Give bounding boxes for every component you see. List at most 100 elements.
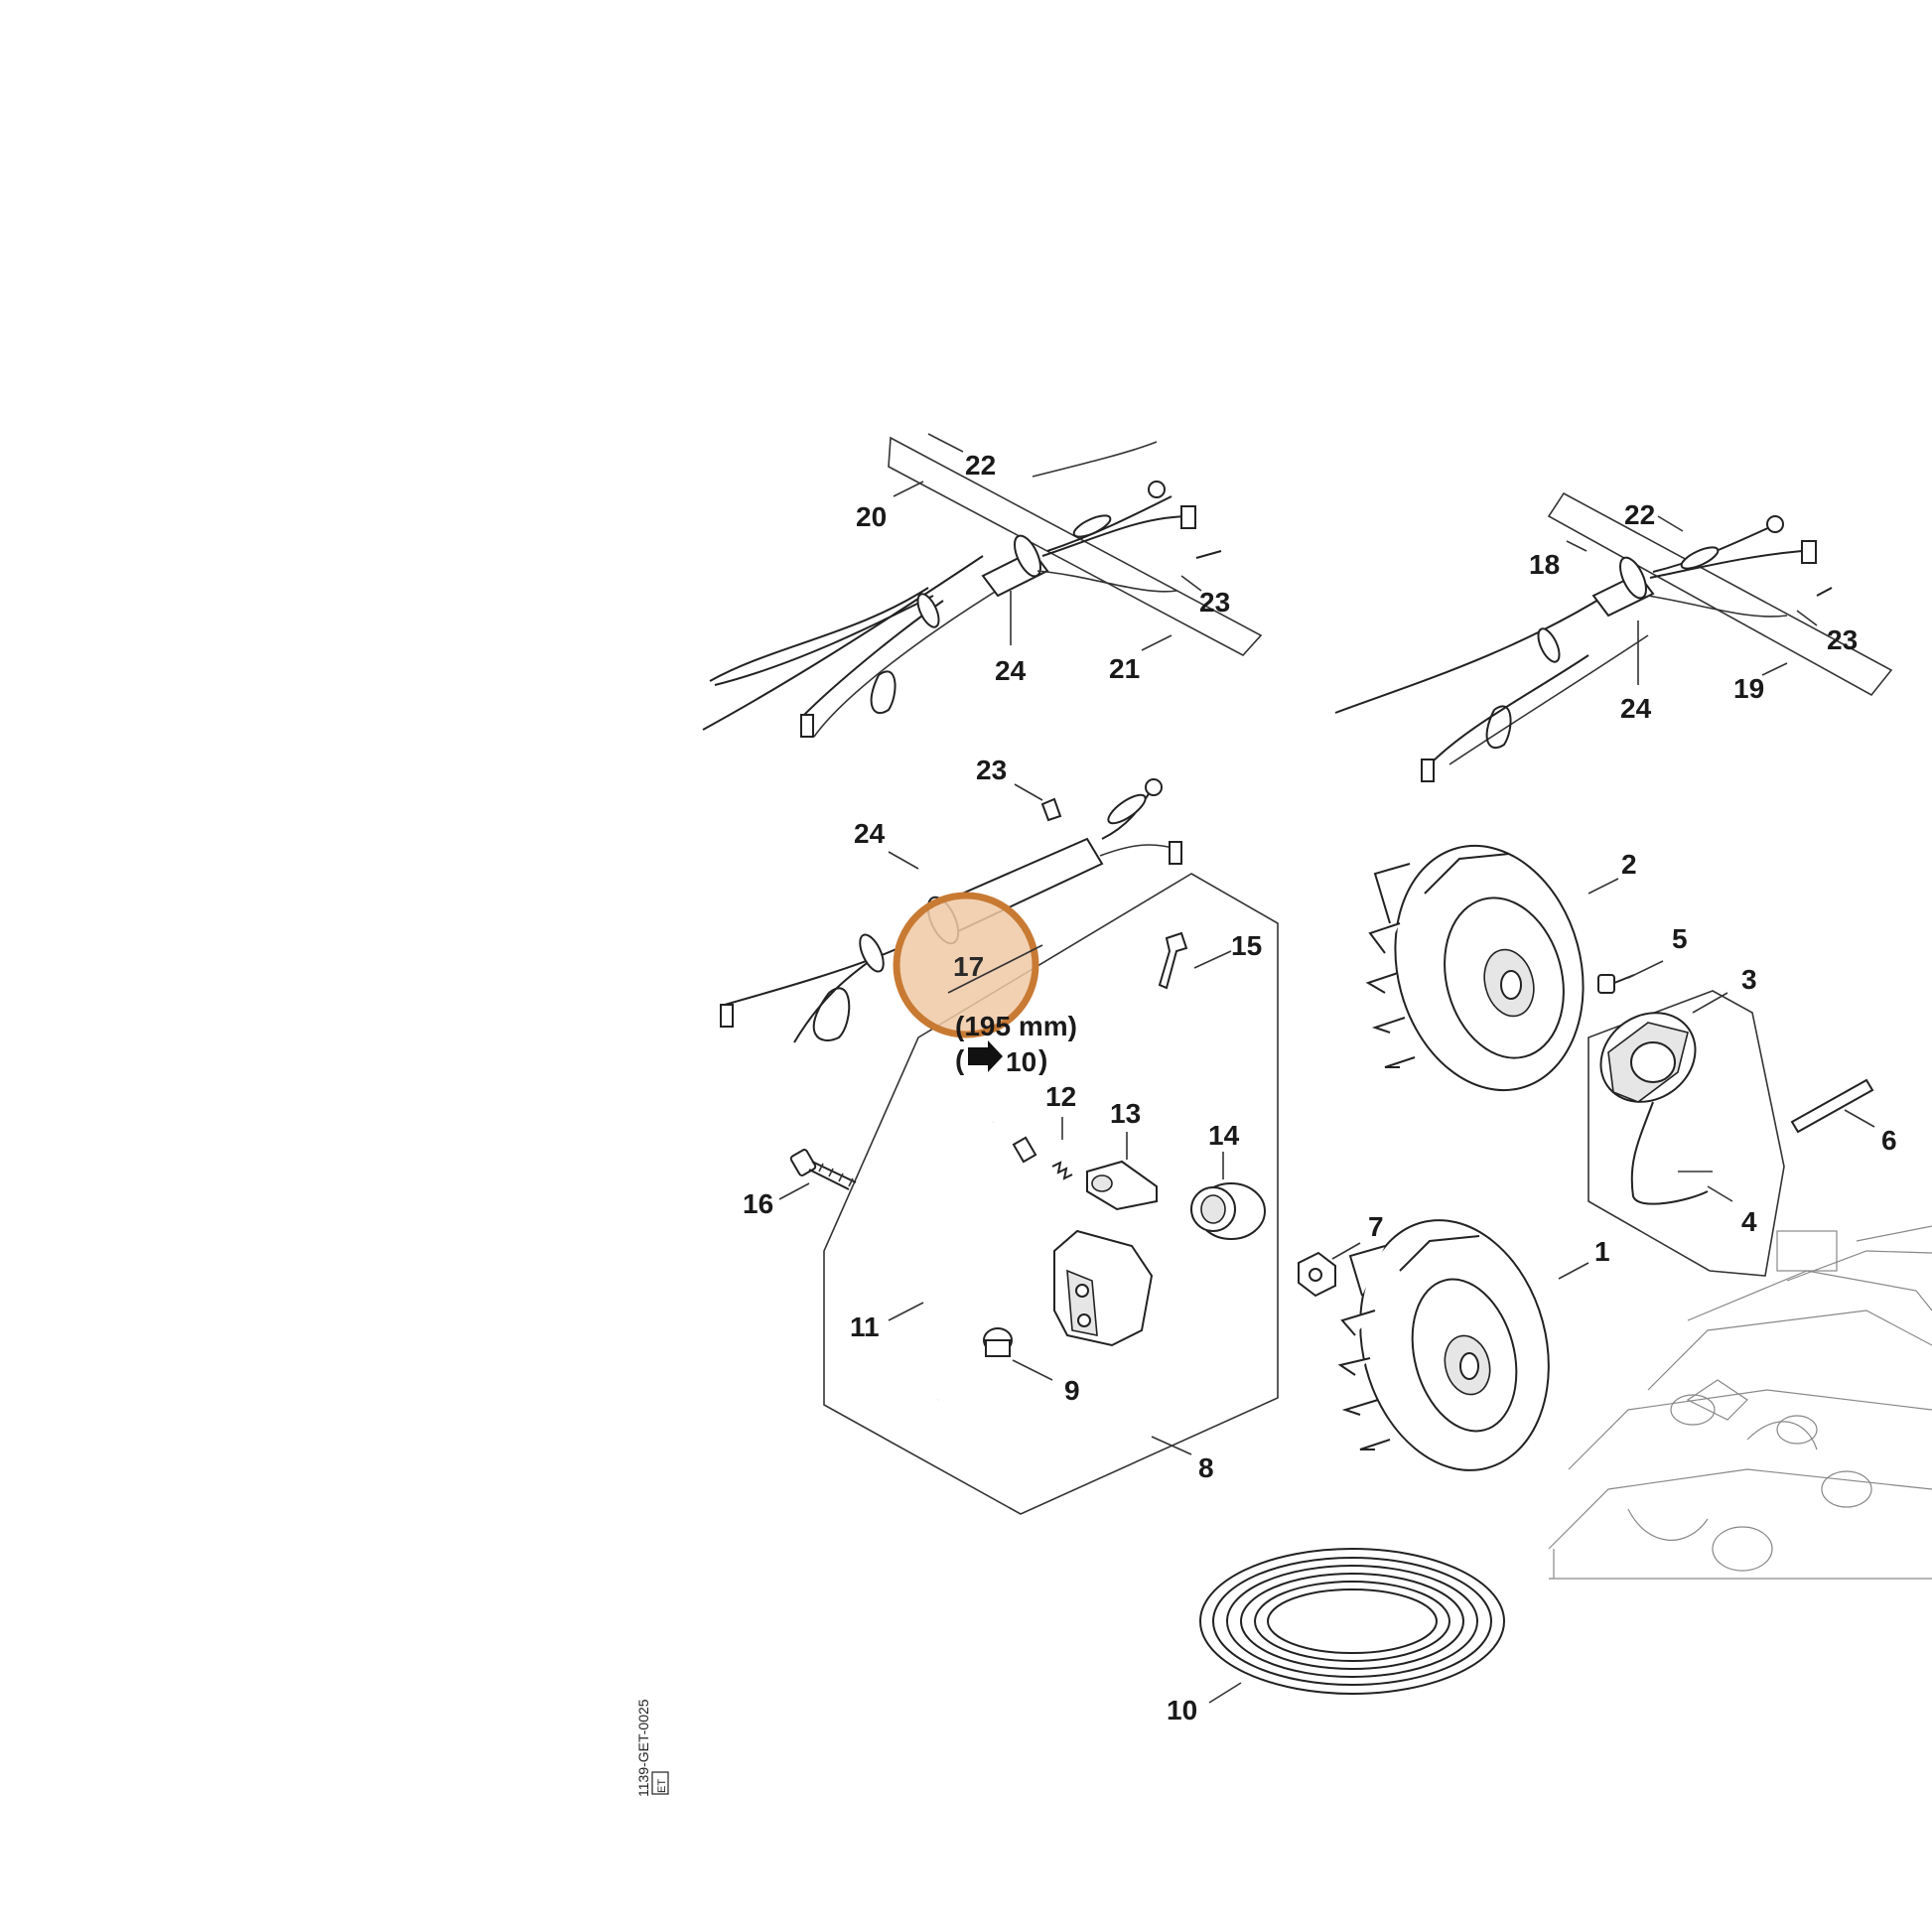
kit-frame [1587, 990, 1785, 1277]
label-11[interactable]: 11 [850, 1311, 880, 1342]
ref-close: ) [1038, 1044, 1047, 1075]
cable [714, 595, 934, 686]
cable [1032, 441, 1158, 478]
flywheel-fins [1337, 1245, 1391, 1450]
ignition-module-kit[interactable] [823, 873, 1279, 1515]
flywheel-fins [1365, 863, 1416, 1068]
label-22[interactable]: 22 [965, 450, 996, 481]
leader-line [893, 481, 924, 497]
screw-16[interactable] [778, 1149, 857, 1200]
engine-detail [1712, 1526, 1773, 1572]
connector-pin [1195, 550, 1222, 559]
label-23[interactable]: 23 [1199, 587, 1230, 618]
spark-plug-boot [870, 670, 897, 715]
drawing-tag: ET [656, 1779, 668, 1793]
leader-line [947, 944, 1043, 994]
cable [1036, 570, 1177, 593]
label-14[interactable]: 14 [1208, 1120, 1240, 1151]
label-9[interactable]: 9 [1064, 1375, 1080, 1406]
label-21[interactable]: 21 [1109, 653, 1140, 684]
plug-terminal [1180, 505, 1196, 529]
label-19[interactable]: 19 [1733, 673, 1764, 704]
harness-frame-top-right [1547, 491, 1893, 697]
nut-hole [1309, 1268, 1322, 1282]
screw-thread [818, 1163, 854, 1187]
wiring-harness-top-right[interactable] [1334, 491, 1893, 782]
label-3[interactable]: 3 [1741, 964, 1757, 995]
flywheel-2[interactable] [1365, 824, 1619, 1111]
leader-line [1844, 1109, 1875, 1128]
label-24[interactable]: 24 [995, 655, 1027, 686]
label-23[interactable]: 23 [976, 755, 1007, 785]
terminal [1072, 514, 1112, 538]
screw-5[interactable] [1597, 960, 1664, 994]
label-16[interactable]: 16 [743, 1188, 773, 1219]
plug-terminal [720, 1004, 734, 1028]
connector-pin [1816, 587, 1833, 597]
label-4[interactable]: 4 [1741, 1206, 1757, 1237]
flywheel-1[interactable] [1333, 1199, 1589, 1492]
leader-line [1208, 1682, 1242, 1704]
label-8[interactable]: 8 [1198, 1452, 1214, 1483]
drawing-ref-number: 1139-GET-0025 [635, 1699, 651, 1797]
fin-edge [1424, 853, 1510, 895]
leader-line [1761, 662, 1788, 676]
leader-line [1796, 610, 1818, 626]
arrow-right-icon [968, 1040, 1003, 1072]
wiring-harness-top-left[interactable] [702, 433, 1263, 738]
leader-line [1627, 960, 1664, 979]
label-23[interactable]: 23 [1827, 624, 1858, 655]
nut-7[interactable] [1298, 1242, 1361, 1298]
plug-terminal [800, 714, 814, 738]
pin [1790, 1078, 1874, 1134]
cable [813, 580, 1014, 738]
label-17[interactable]: 17 [953, 951, 984, 982]
label-22[interactable]: 22 [1624, 499, 1655, 530]
highlight-callout[interactable]: 17 [893, 892, 1043, 1038]
coil-loop [1267, 1588, 1438, 1654]
label-1[interactable]: 1 [1594, 1236, 1610, 1267]
label-15[interactable]: 15 [1231, 930, 1262, 961]
label-10[interactable]: 10 [1167, 1695, 1197, 1725]
short-circuit-contact [1158, 931, 1188, 990]
terminal [1107, 793, 1147, 825]
harness-frame-top-left [888, 436, 1263, 657]
starter-kit-3[interactable] [1584, 990, 1785, 1277]
highlight-circle [893, 892, 1039, 1038]
length-note: (195 mm) ( 10 ) [955, 1011, 1077, 1077]
label-2[interactable]: 2 [1621, 849, 1637, 880]
label-5[interactable]: 5 [1672, 923, 1688, 954]
engine-block [1548, 1225, 1932, 1580]
plug-boot-hole [1200, 1194, 1226, 1224]
cable [1649, 550, 1803, 579]
label-18[interactable]: 18 [1529, 549, 1560, 580]
label-6[interactable]: 6 [1881, 1125, 1897, 1156]
label-12[interactable]: 12 [1045, 1081, 1076, 1112]
leader-line [1587, 878, 1619, 895]
label-13[interactable]: 13 [1110, 1098, 1141, 1129]
cable [1647, 595, 1788, 618]
leader-line [1012, 1359, 1053, 1381]
label-24[interactable]: 24 [854, 818, 886, 849]
leader-line [1657, 515, 1684, 532]
terminal [1680, 546, 1720, 570]
cable [1429, 654, 1589, 765]
mount-hole [1075, 1284, 1089, 1298]
label-7[interactable]: 7 [1368, 1211, 1384, 1242]
engine-detail [1776, 1230, 1838, 1272]
ring-terminal [1766, 515, 1784, 533]
cable [1046, 495, 1173, 552]
terminal-end [1091, 1174, 1113, 1192]
label-20[interactable]: 20 [856, 501, 887, 532]
ref-target[interactable]: 10 [1006, 1046, 1036, 1077]
label-24[interactable]: 24 [1620, 693, 1652, 724]
ref-open: ( [955, 1044, 965, 1075]
ground-wire [1630, 1101, 1709, 1205]
cable [1449, 634, 1649, 765]
ignition-lead-coil-10[interactable] [1199, 1548, 1505, 1704]
cable [709, 587, 929, 682]
pin-6[interactable] [1790, 1078, 1875, 1134]
leader-line [778, 1182, 810, 1200]
cable [1099, 844, 1177, 857]
leader-line [927, 433, 964, 453]
